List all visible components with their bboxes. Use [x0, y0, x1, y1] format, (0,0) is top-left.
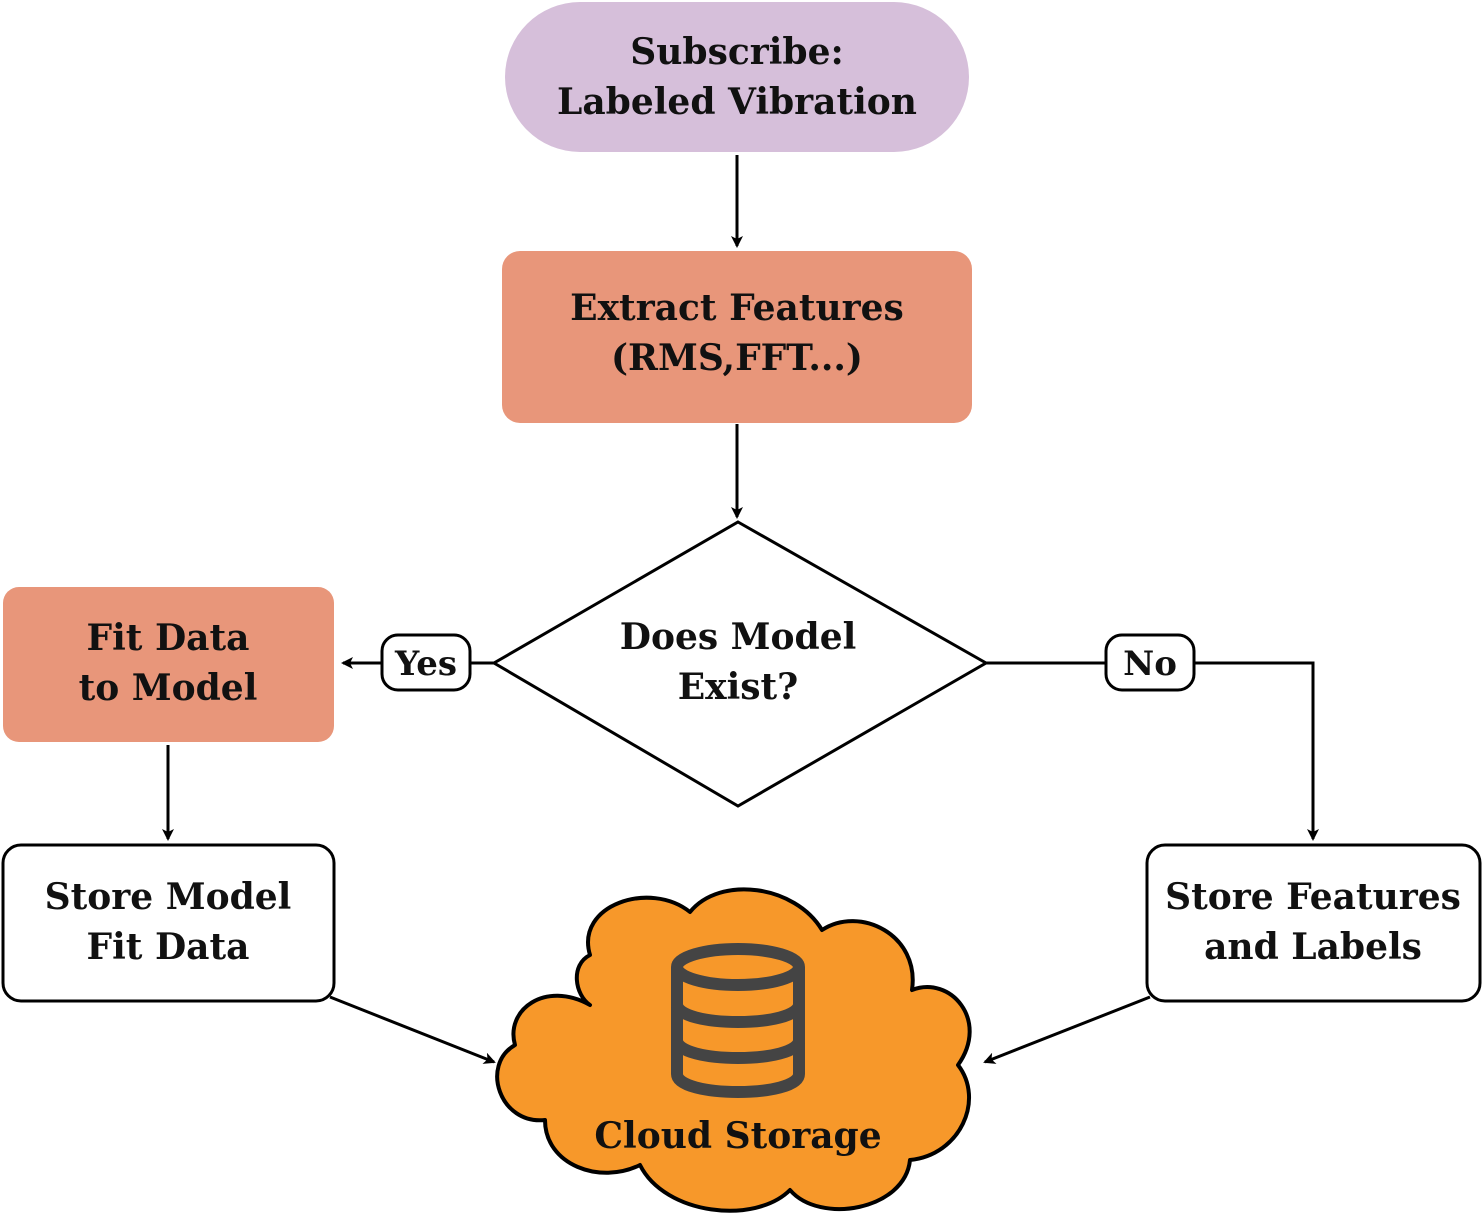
- subscribe-line-1: Subscribe:: [630, 31, 844, 73]
- subscribe-shape: [505, 2, 969, 152]
- subscribe-line-2: Labeled Vibration: [557, 81, 917, 123]
- cloud-shape: [495, 887, 972, 1213]
- fit-data-line-1: Fit Data: [87, 617, 250, 659]
- store-features-shape: [1145, 843, 1482, 1003]
- subscribe-node: Subscribe: Labeled Vibration: [505, 2, 969, 152]
- decision-line-2: Exist?: [678, 666, 799, 708]
- no-label-text: No: [1123, 644, 1177, 684]
- yes-edge-label: Yes: [380, 633, 472, 692]
- arrow-decision-to-store-features: [986, 661, 1319, 841]
- extract-features-node: Extract Features (RMS,FFT...): [502, 251, 972, 423]
- decision-line-1: Does Model: [620, 616, 857, 658]
- extract-features-shape: [502, 251, 972, 423]
- database-icon: [671, 943, 805, 1098]
- cloud-storage-node: Cloud Storage: [495, 887, 972, 1213]
- decision-node: Does Model Exist?: [491, 520, 990, 808]
- arrow-store-features-to-cloud: [983, 995, 1151, 1064]
- arrow-store-model-to-cloud: [329, 995, 496, 1064]
- store-model-node: Store Model Fit Data: [1, 843, 336, 1003]
- store-model-line-1: Store Model: [45, 876, 292, 918]
- store-model-shape: [1, 843, 336, 1003]
- store-model-line-2: Fit Data: [87, 926, 250, 968]
- store-features-line-1: Store Features: [1165, 876, 1461, 918]
- decision-shape: [491, 520, 990, 808]
- cloud-storage-label: Cloud Storage: [594, 1115, 881, 1157]
- extract-features-line-2: (RMS,FFT...): [611, 337, 863, 379]
- no-label-box: [1104, 633, 1196, 692]
- no-edge-label: No: [1104, 633, 1196, 692]
- fit-data-line-2: to Model: [79, 667, 258, 709]
- store-features-node: Store Features and Labels: [1145, 843, 1482, 1003]
- store-features-line-2: and Labels: [1204, 926, 1422, 968]
- yes-label-text: Yes: [394, 644, 457, 684]
- extract-features-line-1: Extract Features: [570, 287, 904, 329]
- yes-label-box: [380, 633, 472, 692]
- fit-data-shape: [3, 587, 334, 742]
- fit-data-node: Fit Data to Model: [3, 587, 334, 742]
